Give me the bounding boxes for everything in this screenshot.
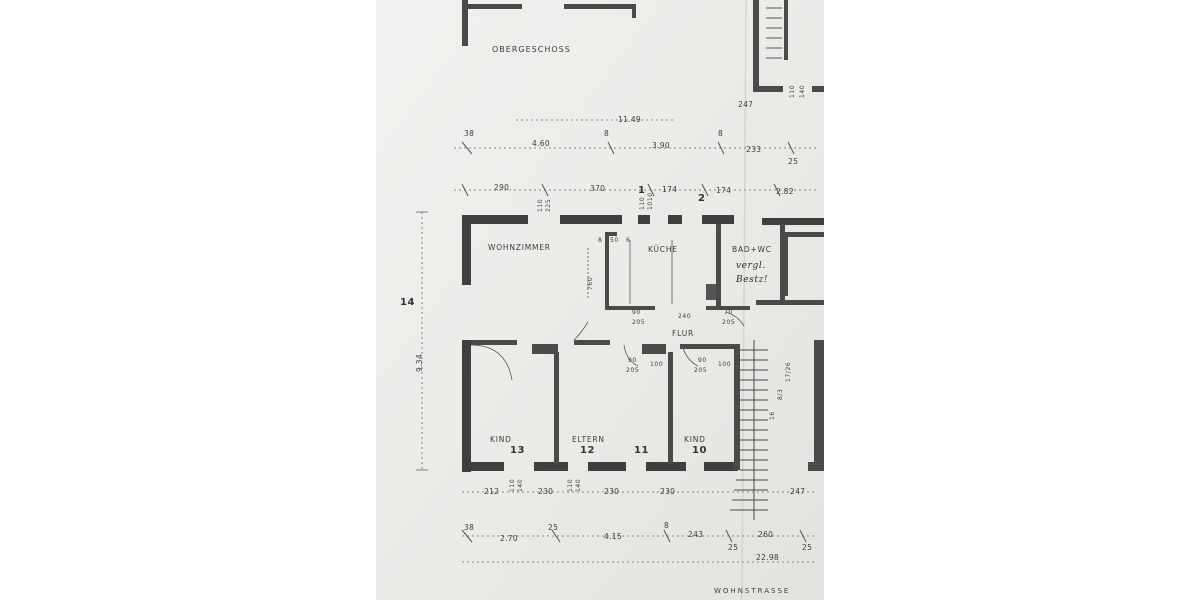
top-dimension-ticks xyxy=(461,141,795,197)
handwritten-note-line1: vergl. xyxy=(736,261,766,271)
dim-hall-door-4: 205 xyxy=(694,367,708,374)
dim-top-window2-1: 1010 xyxy=(647,192,654,210)
room-number-13: 13 xyxy=(510,445,526,456)
dim-bottom-row1-6: 230 xyxy=(604,487,620,496)
dim-top-total: 11.49 xyxy=(618,115,641,124)
room-number-12: 12 xyxy=(580,445,596,456)
dim-top-window-1: 225 xyxy=(545,198,552,212)
dim-bottom-row2-2: 25 xyxy=(548,523,559,532)
dim-kitchen-small-0: 8 xyxy=(598,237,603,244)
room-label-kind-left: KIND xyxy=(490,435,512,444)
dim-bottom-row1-1: 110 xyxy=(509,478,516,492)
room-label-bad-wc: BAD+WC xyxy=(732,245,772,254)
dim-stair-2: 17/26 xyxy=(785,361,792,382)
dim-stair-0: 16 xyxy=(769,411,776,420)
bottom-dimension-ticks xyxy=(461,529,807,543)
dim-bottom-row2-8: 25 xyxy=(802,543,813,552)
stove-symbol xyxy=(706,284,716,300)
room-number-14: 14 xyxy=(400,297,416,308)
dim-bottom-row1-5: 140 xyxy=(575,478,582,492)
floor-plan-sheet: OBERGESCHOSS 11.49 38 4.60 8 3.90 8 233 … xyxy=(376,0,824,600)
dim-bottom-row1-4: 110 xyxy=(567,478,574,492)
exterior-walls xyxy=(462,215,824,472)
dim-top-row1-6: 25 xyxy=(788,157,799,166)
dim-top-row2-1: 370 xyxy=(590,184,606,193)
handwritten-note-line2: Bestz! xyxy=(736,275,769,285)
dim-top-row1-5: 233 xyxy=(746,145,762,154)
dim-hall-top-2: 240 xyxy=(678,313,692,320)
dim-bottom-row2-3: 4.15 xyxy=(604,532,622,541)
dim-top-row1-2: 8 xyxy=(604,129,610,138)
interior-walls xyxy=(471,224,824,471)
dim-bottom-row2-1: 2.70 xyxy=(500,534,518,543)
left-dimension-line xyxy=(416,211,428,471)
dim-wall-760: 760 xyxy=(587,276,594,290)
dim-bottom-row2-7: 260 xyxy=(758,530,774,539)
dim-hall-door-0: 90 xyxy=(628,357,637,364)
bottom-dimension-lines xyxy=(462,491,816,563)
room-label-eltern: ELTERN xyxy=(572,435,605,444)
dim-bottom-row1-3: 230 xyxy=(538,487,554,496)
dim-hall-door-3: 90 xyxy=(698,357,707,364)
dim-top-row2-4: 2.82 xyxy=(776,187,794,196)
dim-top-row1-1: 4.60 xyxy=(532,139,550,148)
dim-hall-door-5: 100 xyxy=(718,361,732,368)
dim-bottom-row1-0: 212 xyxy=(484,487,500,496)
dim-top-row1-4: 8 xyxy=(718,129,724,138)
room-number-2: 2 xyxy=(698,193,706,204)
dim-top-row1-3: 3.90 xyxy=(652,141,670,150)
dim-top-row2-3: 174 xyxy=(716,186,732,195)
dim-upper-right-2: 140 xyxy=(799,84,806,98)
room-label-kind-right: KIND xyxy=(684,435,706,444)
top-dimension-lines xyxy=(454,119,816,191)
neighbor-unit-fragment xyxy=(784,232,824,296)
dim-upper-right-0: 247 xyxy=(738,100,754,109)
dim-bottom-row2-5: 243 xyxy=(688,530,704,539)
dim-hall-top-3: 70 xyxy=(724,309,733,316)
dim-top-window-0: 110 xyxy=(537,198,544,212)
dim-upper-right-1: 110 xyxy=(789,84,796,98)
dim-hall-top-0: 90 xyxy=(632,309,641,316)
dim-bottom-total: 22.98 xyxy=(756,553,779,562)
upper-stair-fragment xyxy=(766,7,782,59)
dim-bottom-row2-0: 38 xyxy=(464,523,475,532)
dim-top-row2-0: 290 xyxy=(494,183,510,192)
street-label: WOHNSTRASSE xyxy=(714,587,791,595)
dim-hall-top-4: 205 xyxy=(722,319,736,326)
dim-bottom-row1-2: 140 xyxy=(517,478,524,492)
dim-stair-1: 8/3 xyxy=(777,388,784,400)
staircase xyxy=(730,340,768,520)
door-swings xyxy=(470,240,745,381)
dim-top-row2-2: 174 xyxy=(662,185,678,194)
dim-hall-top-1: 205 xyxy=(632,319,646,326)
dim-top-window2-0: 110 xyxy=(639,196,646,210)
room-label-wohnzimmer: WOHNZIMMER xyxy=(488,243,551,252)
dim-kitchen-small-1: 50 xyxy=(610,237,619,244)
dim-top-row1-0: 38 xyxy=(464,129,475,138)
floor-title: OBERGESCHOSS xyxy=(492,45,571,54)
dim-bottom-row1-8: 247 xyxy=(790,487,806,496)
dim-kitchen-small-2: 6 xyxy=(626,237,631,244)
room-number-1: 1 xyxy=(638,185,646,196)
dim-hall-door-1: 205 xyxy=(626,367,640,374)
floor-plan-drawing xyxy=(376,0,824,600)
room-label-flur: FLUR xyxy=(672,329,695,338)
room-number-10: 10 xyxy=(692,445,708,456)
dim-hall-door-2: 100 xyxy=(650,361,664,368)
upper-floor-fragment xyxy=(462,0,824,92)
dim-left-total: 9.34 xyxy=(415,354,424,372)
room-label-kueche: KÜCHE xyxy=(648,245,678,254)
room-number-11: 11 xyxy=(634,445,650,456)
dim-bottom-row1-7: 230 xyxy=(660,487,676,496)
dim-bottom-row2-6: 25 xyxy=(728,543,739,552)
dim-bottom-row2-4: 8 xyxy=(664,521,670,530)
